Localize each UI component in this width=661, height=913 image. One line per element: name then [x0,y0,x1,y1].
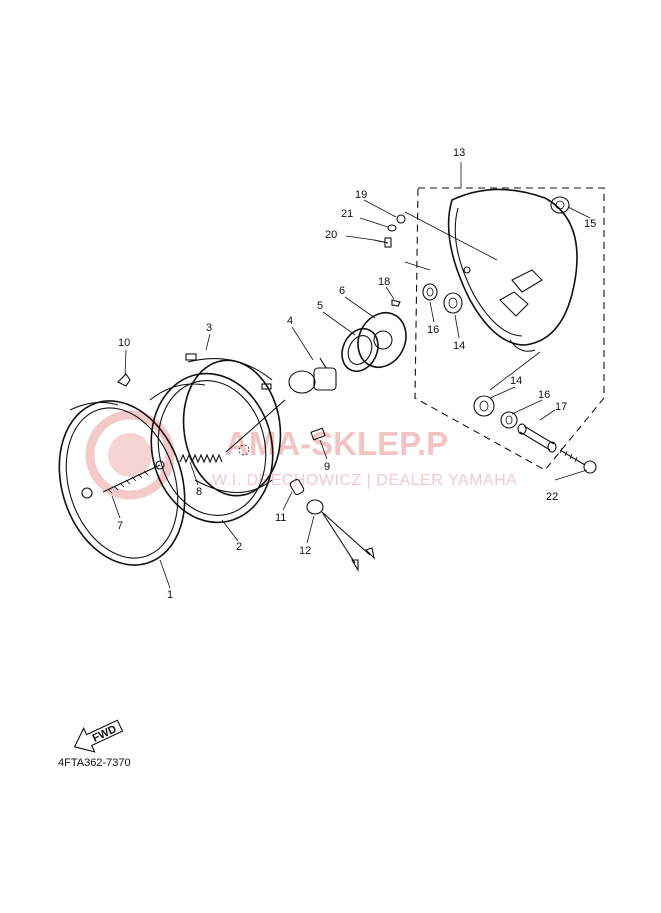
diagram-code: 4FTA362-7370 [58,757,131,769]
callout-10: 10 [118,337,130,349]
part-21-washer [387,224,397,232]
callout-19: 19 [355,189,367,201]
part-13-case-group [404,162,605,471]
part-14-damper-lower [473,395,495,417]
part-1-rim [58,400,186,566]
callout-13: 13 [453,147,465,159]
callout-8: 8 [196,486,202,498]
callout-6: 6 [339,285,345,297]
part-4-bulb [288,357,337,394]
part-12-cable [306,499,375,572]
part-9-terminal [310,427,326,441]
part-7-screw [102,460,165,494]
callout-14-lower: 14 [510,375,522,387]
part-5-socket [341,328,379,372]
callout-5: 5 [317,300,323,312]
part-16-collar-lower [500,411,518,429]
callout-15: 15 [584,218,596,230]
callout-16-lower: 16 [538,389,550,401]
part-8-spring [179,399,286,464]
part-14-damper-upper [443,292,463,314]
watermark-main-text: AMA-SKLEP.P [225,425,448,462]
watermark-sub-text: W.I. DRECHOWICZ | DEALER YAMAHA [212,472,517,489]
callout-18: 18 [378,276,390,288]
callout-11: 11 [275,512,286,524]
callout-9: 9 [324,461,330,473]
callout-1: 1 [167,589,173,601]
callout-20: 20 [325,229,337,241]
callout-4: 4 [287,315,293,327]
part-3-reflector [182,353,282,497]
leader-lines [111,199,591,589]
part-10-clip [117,349,131,387]
callout-22: 22 [546,491,558,503]
part-22-bolt [559,447,597,474]
fwd-arrow-icon: FWD [73,719,124,753]
callout-17: 17 [555,401,567,413]
callout-12: 12 [299,545,311,557]
callout-3: 3 [206,322,212,334]
part-20-bolt [373,237,392,248]
callout-16-upper: 16 [427,324,439,336]
callout-20-21-upper: 21 [341,208,353,220]
part-16-collar-upper [422,283,438,301]
part-15-grommet [550,196,570,214]
part-18-screw [391,299,401,307]
part-6-cover [357,312,407,368]
callout-7: 7 [117,520,123,532]
watermark: AMA-SKLEP.P W.I. DRECHOWICZ | DEALER YAM… [85,410,517,500]
part-11-cap [289,478,305,496]
part-19-nut [396,214,406,224]
part-2-lens-unit [149,372,274,524]
fwd-label: FWD [91,723,119,744]
callout-2: 2 [236,541,242,553]
part-17-collar-tube [517,409,557,453]
callout-14-upper: 14 [453,340,465,352]
callout-labels: 1 2 3 4 5 6 7 8 9 10 11 12 13 14 14 15 1… [117,147,596,601]
